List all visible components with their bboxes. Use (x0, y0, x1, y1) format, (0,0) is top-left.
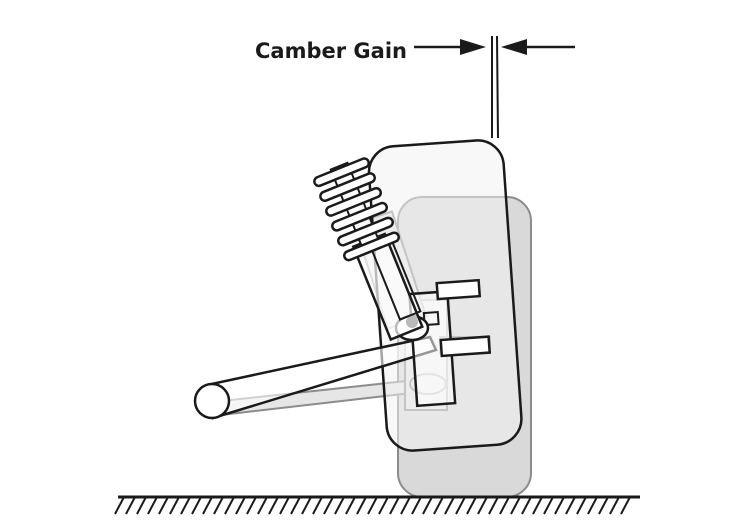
hatch-mark (191, 496, 202, 515)
hatch-mark (246, 496, 257, 515)
hatch-mark (466, 496, 477, 515)
hatch-mark (158, 496, 169, 515)
hatch-mark (334, 496, 345, 515)
hatch-mark (389, 496, 400, 515)
hatch-mark (620, 496, 631, 515)
hatch-mark (257, 496, 268, 515)
hatch-mark (422, 496, 433, 515)
hatch-mark (290, 496, 301, 515)
hatch-mark (312, 496, 323, 515)
hatch-mark (147, 496, 158, 515)
hatch-mark (543, 496, 554, 515)
ground-hatching (114, 496, 631, 515)
hatch-mark (378, 496, 389, 515)
arm-pivot-bushing (193, 382, 231, 420)
hatch-mark (499, 496, 510, 515)
hatch-mark (235, 496, 246, 515)
hatch-mark (202, 496, 213, 515)
hatch-mark (224, 496, 235, 515)
hatch-mark (169, 496, 180, 515)
hatch-mark (532, 496, 543, 515)
hatch-mark (455, 496, 466, 515)
hatch-mark (444, 496, 455, 515)
hatch-mark (268, 496, 279, 515)
hatch-mark (554, 496, 565, 515)
hatch-mark (136, 496, 147, 515)
hatch-mark (279, 496, 290, 515)
hatch-mark (356, 496, 367, 515)
hatch-mark (488, 496, 499, 515)
hatch-mark (114, 496, 125, 515)
hatch-mark (323, 496, 334, 515)
hatch-mark (521, 496, 532, 515)
hatch-mark (598, 496, 609, 515)
hatch-mark (587, 496, 598, 515)
hatch-mark (565, 496, 576, 515)
hatch-mark (125, 496, 136, 515)
hatch-mark (477, 496, 488, 515)
hatch-mark (345, 496, 356, 515)
spindle-upper (435, 278, 482, 301)
hatch-mark (576, 496, 587, 515)
hatch-mark (433, 496, 444, 515)
hatch-mark (609, 496, 620, 515)
ground (114, 495, 640, 515)
coil-spring (313, 157, 400, 262)
hatch-mark (367, 496, 378, 515)
camber-gain-label: Camber Gain (255, 39, 407, 63)
hatch-mark (301, 496, 312, 515)
hatch-mark (213, 496, 224, 515)
hatch-mark (411, 496, 422, 515)
spindle-lower (439, 335, 492, 358)
hatch-mark (180, 496, 191, 515)
hatch-mark (400, 496, 411, 515)
camber-angle-dimension (414, 35, 575, 139)
hatch-mark (510, 496, 521, 515)
strut-and-spring (313, 157, 424, 342)
